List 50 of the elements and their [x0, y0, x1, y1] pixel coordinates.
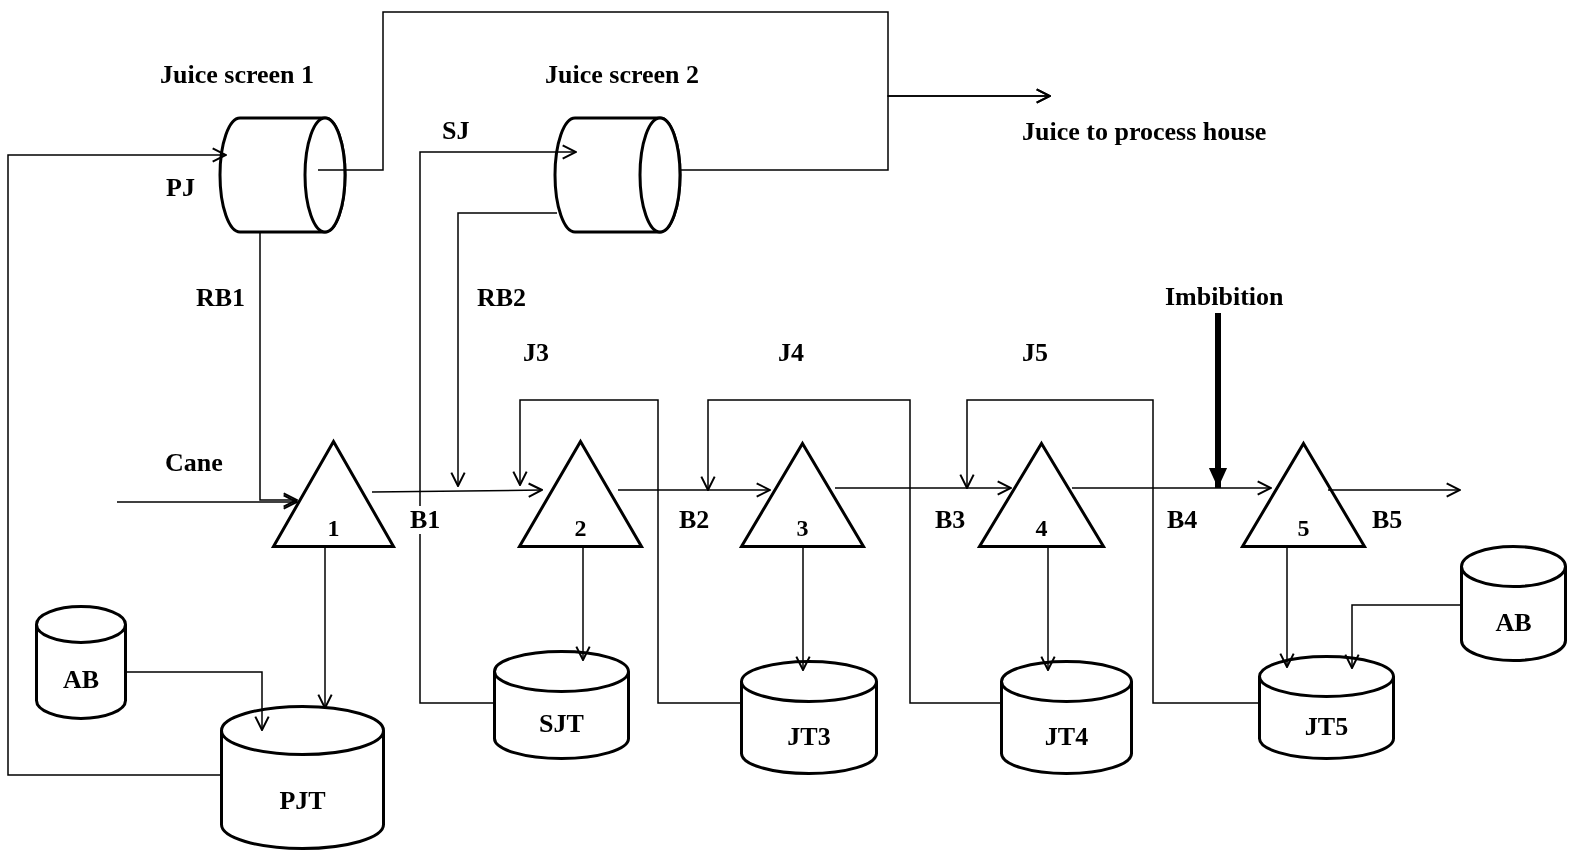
tank-label: JT3 [787, 723, 831, 750]
tank-cylinder [35, 605, 127, 720]
arrow [371, 482, 543, 498]
tank-label: SJT [539, 711, 584, 737]
arrow [1279, 547, 1295, 668]
arrow [126, 671, 270, 731]
screen-heading: Juice screen 1 [160, 62, 315, 88]
tank-cylinder [1000, 660, 1133, 775]
mill-number: 5 [1297, 516, 1310, 540]
tank-label: AB [1495, 609, 1532, 636]
arrow [679, 88, 1051, 171]
mill-triangle [518, 440, 643, 548]
mill-triangle [740, 442, 865, 548]
arrow [834, 480, 1012, 496]
tank-cylinder [1460, 545, 1567, 662]
tank-cylinder [1258, 655, 1395, 760]
tank-label: JT4 [1044, 723, 1089, 750]
arrow [1040, 547, 1056, 671]
thick-arrow [1208, 313, 1228, 488]
mill-number: 3 [796, 516, 809, 540]
mill-number: 4 [1035, 516, 1048, 540]
arrow [700, 399, 1001, 704]
tank-label: JT5 [1304, 713, 1349, 740]
process-label: Imbibition [1165, 284, 1284, 310]
tank-cylinder [740, 660, 878, 775]
arrow [1071, 480, 1272, 496]
tank-label: PJT [279, 787, 326, 814]
tank-label: AB [62, 666, 100, 693]
arrow [617, 482, 771, 498]
arrow [512, 399, 741, 704]
arrow [317, 547, 333, 709]
mill-number: 2 [574, 516, 587, 540]
mill-triangle [272, 440, 395, 548]
arrow [959, 399, 1259, 704]
arrow [7, 147, 227, 776]
arrow [1327, 482, 1461, 498]
arrow [259, 231, 298, 508]
mill-triangle [978, 442, 1105, 548]
tank-cylinder [220, 705, 385, 850]
screen-heading: Juice screen 2 [545, 62, 700, 88]
tank-cylinder [493, 650, 630, 760]
arrow [795, 547, 811, 671]
arrow [575, 547, 591, 661]
arrow [116, 494, 298, 510]
arrow [450, 212, 558, 487]
mill-triangle [1241, 442, 1366, 548]
process-label: Juice to process house [1022, 119, 1267, 145]
arrow [419, 144, 577, 704]
arrow [1344, 604, 1461, 669]
mill-number: 1 [327, 516, 340, 540]
